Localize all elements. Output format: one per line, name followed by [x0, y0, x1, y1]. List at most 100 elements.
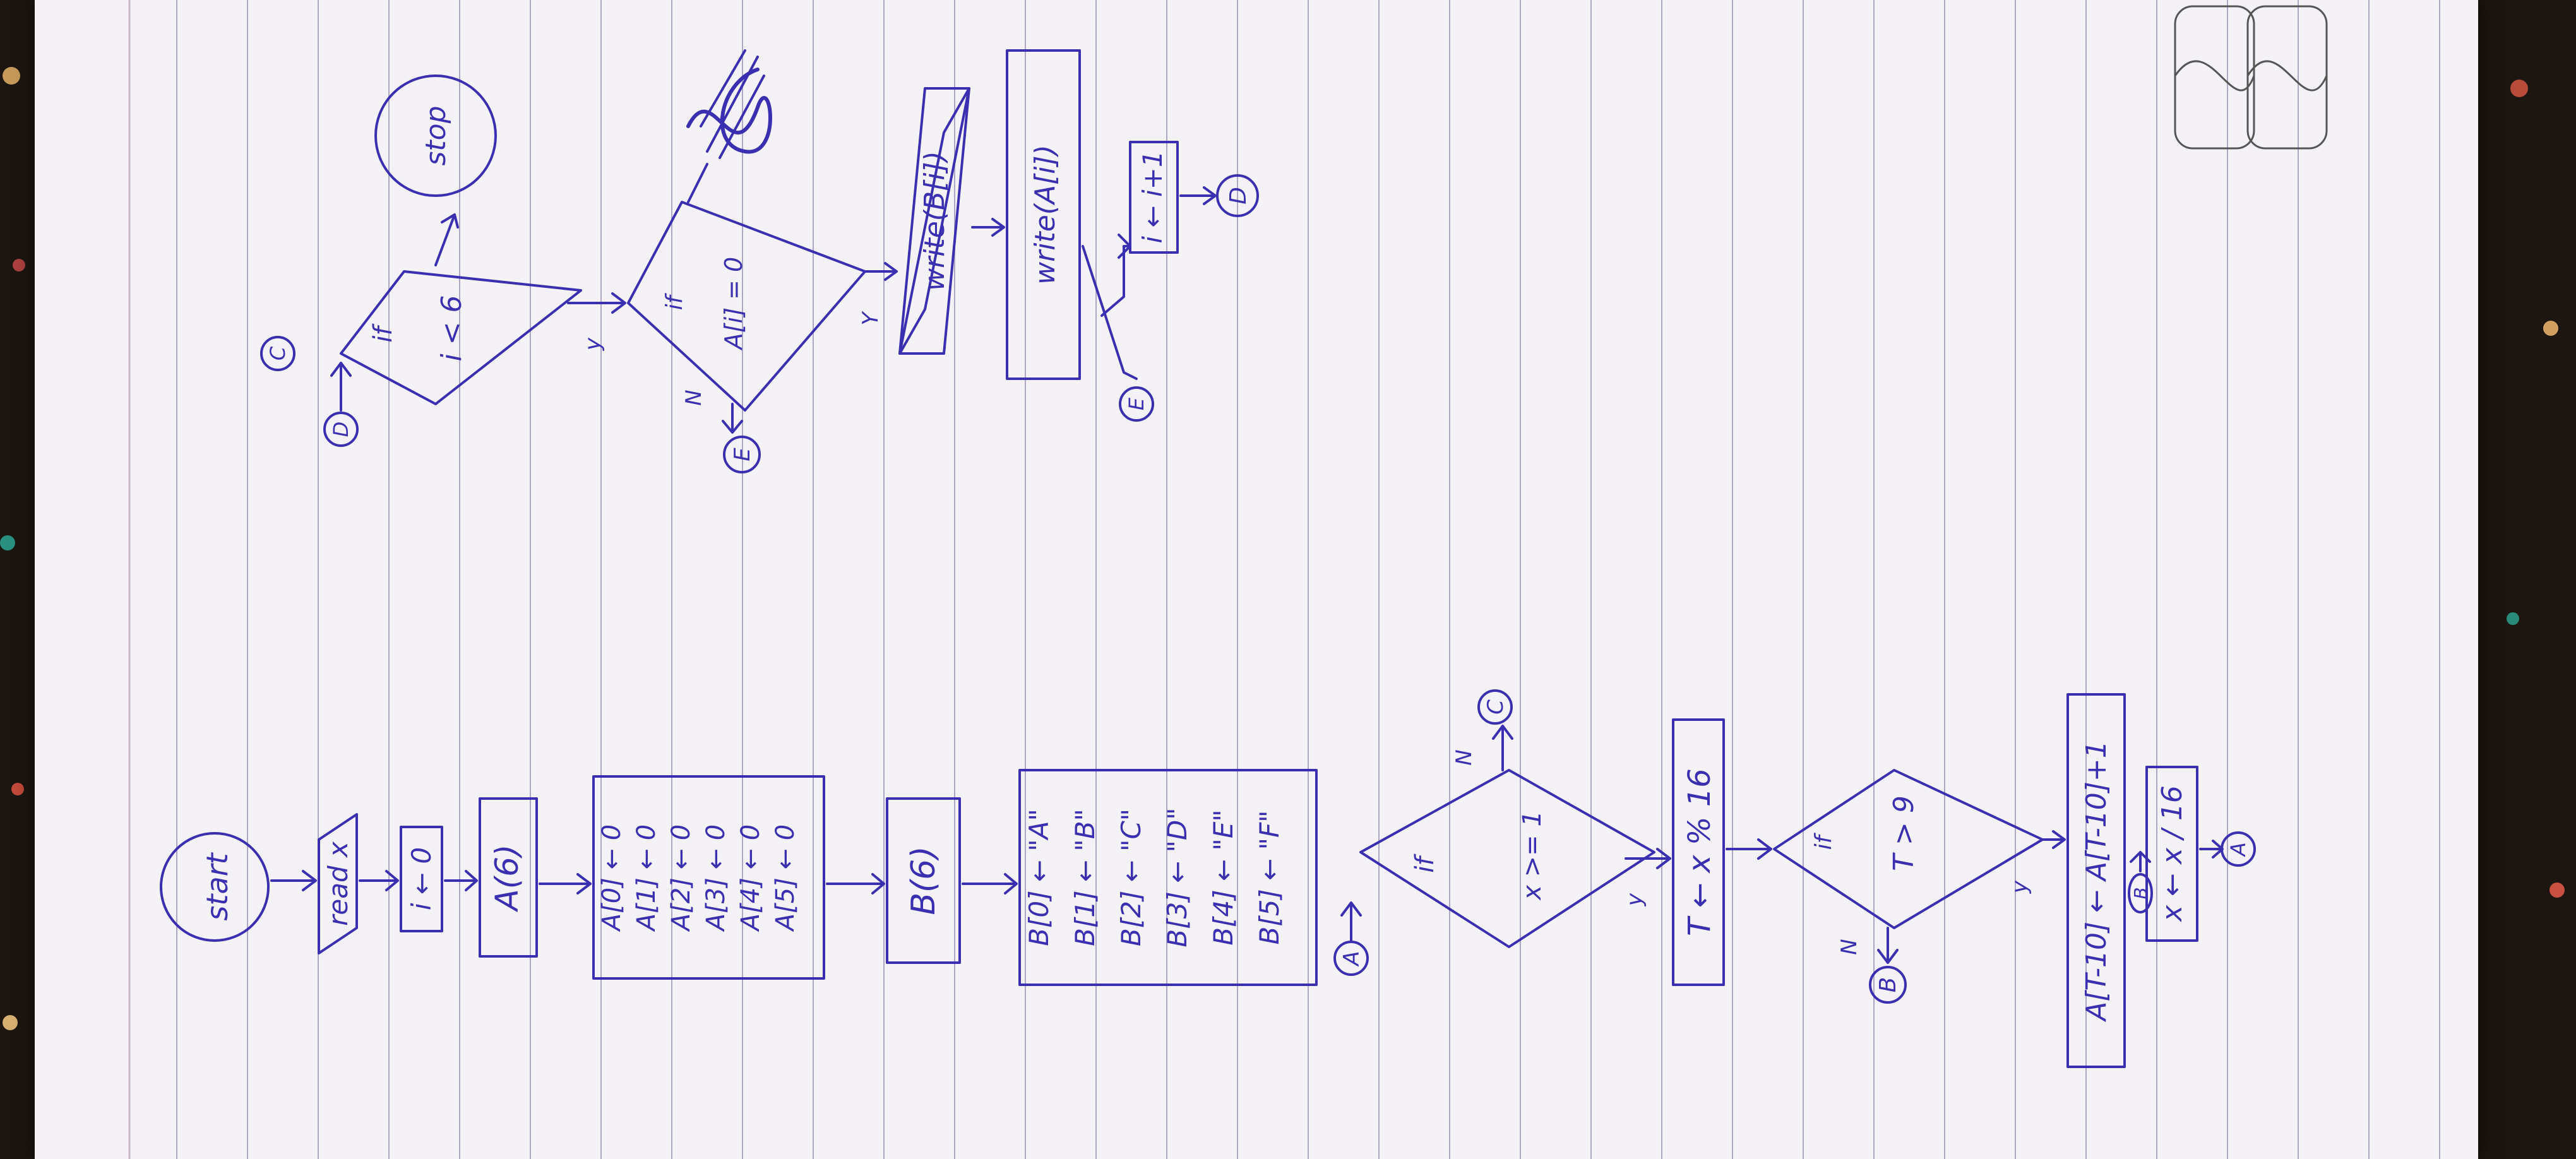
connector-c-label: C [266, 346, 290, 360]
cond3-yes-label: y [580, 337, 605, 351]
arrow-cond1-no [1492, 725, 1513, 771]
arrow-inc-connD2 [1179, 186, 1217, 205]
array-a-label: A(6) [489, 844, 525, 912]
cond1-no-label: N [1452, 749, 1477, 765]
b-init-process: B[0] ← "A" B[1] ← "B" B[2] ← "C" B[3] ← "D"… [1018, 769, 1318, 986]
cond4-decision: if A[i] = 0 [627, 201, 866, 412]
arrow-connA-cond1 [1340, 901, 1362, 942]
a-init-line-1: A[1] ← 0 [632, 824, 661, 932]
scribble-mark [686, 49, 772, 159]
a-init-line-5: A[5] ← 0 [771, 824, 800, 932]
cond3-label: if [369, 323, 398, 342]
cond2-yes-label: y [2007, 880, 2032, 894]
ruled-lines [128, 0, 2440, 1159]
stop-label: stop [420, 105, 452, 165]
arrow-cond3-yes [567, 292, 626, 314]
connector-d2: D [1216, 174, 1259, 217]
assign-x-process: x ← x / 16 [2145, 766, 2198, 942]
b-init-line-1: B[1] ← "B" [1070, 809, 1100, 946]
connector-b: B [2128, 873, 2153, 913]
connector-d: D [323, 412, 359, 447]
start-terminal: start [160, 832, 270, 942]
connector-a2: A [2221, 831, 2256, 867]
cond2-decision: if T > 9 [1773, 769, 2044, 929]
write-a-label: write(A[i]) [1029, 145, 1061, 285]
cond4-label: if [662, 292, 688, 310]
a-init-line-0: A[0] ← 0 [597, 824, 626, 932]
arrow-arrayB-binit [962, 873, 1018, 895]
connector-a2-label: A [2226, 842, 2250, 857]
connector-e: E [723, 436, 761, 473]
b-init-line-4: B[4] ← "E" [1208, 809, 1239, 945]
cond2-expr: T > 9 [1888, 795, 1920, 871]
read-x-io: read x [318, 813, 358, 954]
assign-t-process: T ← x % 16 [1672, 718, 1725, 986]
connector-d2-label: D [1225, 187, 1251, 205]
write-b-io: write(B[i]) [898, 87, 970, 355]
cond1-label: if [1410, 853, 1440, 872]
cond1-decision: if x >= 1 [1359, 769, 1655, 948]
cond3-decision: if i < 6 [340, 270, 582, 405]
arrow-cond2-yes [2041, 830, 2066, 849]
arrow-read-init [359, 870, 399, 891]
init-i-process: i ← 0 [400, 826, 443, 932]
connector-b-target-label: B [1875, 977, 1901, 993]
connector-d-label: D [329, 422, 353, 437]
arrow-cond3-stop [434, 213, 459, 266]
cond3-expr: i < 6 [436, 295, 468, 361]
connector-e2: E [1119, 386, 1154, 422]
arrow-assignT-cond2 [1726, 838, 1772, 860]
arrow-start-read [270, 870, 317, 891]
arrow-init-arrayA [444, 870, 478, 891]
a-init-line-3: A[3] ← 0 [701, 824, 730, 932]
connector-a: A [1333, 941, 1369, 976]
cond2-no-label: N [1837, 939, 1862, 954]
connector-c-target: C [1477, 689, 1513, 725]
inc-i-process: i ← i+1 [1129, 141, 1179, 254]
array-b-process: B(6) [886, 797, 961, 964]
assign-a-label: A[T-10] ← A[T-10]+1 [2080, 740, 2113, 1023]
cond4-yes-label: Y [858, 311, 883, 325]
write-b-label: write(B[i]) [919, 151, 951, 291]
assign-x-label: x ← x / 16 [2156, 785, 2188, 923]
b-init-line-5: B[5] ← "F" [1254, 811, 1285, 945]
cond1-expr: x >= 1 [1518, 811, 1547, 901]
cond2-label: if [1811, 832, 1837, 850]
connector-b-target: B [1869, 966, 1907, 1004]
write-a-io: write(A[i]) [1006, 49, 1081, 380]
connector-c-target-label: C [1483, 699, 1508, 715]
b-init-line-2: B[2] ← "C" [1116, 809, 1147, 946]
arrow-arrayA-ainit [539, 873, 592, 895]
cond1-yes-label: y [1622, 893, 1647, 906]
arrow-cond1-yes [1625, 848, 1671, 869]
cond4-expr: A[i] = 0 [720, 257, 748, 351]
connector-e2-label: E [1124, 397, 1148, 410]
assign-a-process: A[T-10] ← A[T-10]+1 [2066, 693, 2126, 1068]
inc-i-label: i ← i+1 [1137, 150, 1168, 243]
arrow-cond2-no [1877, 927, 1899, 964]
b-init-line-0: B[0] ← "A" [1023, 809, 1054, 946]
assign-t-label: T ← x % 16 [1682, 768, 1717, 936]
arrow-writeB-writeA [971, 218, 1005, 237]
connector-b-label: B [2130, 887, 2151, 899]
connector-e-label: E [730, 448, 755, 461]
arrow-cond4-no [722, 403, 743, 434]
arrow-ainit-arrayB [826, 873, 885, 895]
read-x-label: read x [323, 841, 354, 926]
b-init-line-3: B[3] ← "D" [1162, 807, 1193, 947]
cond4-no-label: N [681, 389, 707, 405]
page-corner-marks [2174, 5, 2328, 150]
connector-c: C [260, 336, 295, 371]
arrow-writeA-connE2 [1082, 245, 1138, 380]
stop-terminal: stop [374, 74, 497, 197]
a-init-line-2: A[2] ← 0 [667, 824, 696, 932]
array-a-process: A(6) [479, 797, 538, 958]
arrow-to-inc [1100, 234, 1131, 317]
connector-a-label: A [1339, 951, 1364, 966]
arrow-connD-cond3 [330, 362, 352, 412]
array-b-label: B(6) [905, 846, 943, 915]
start-label: start [200, 852, 234, 920]
arrow-cond4-yes [864, 262, 898, 281]
